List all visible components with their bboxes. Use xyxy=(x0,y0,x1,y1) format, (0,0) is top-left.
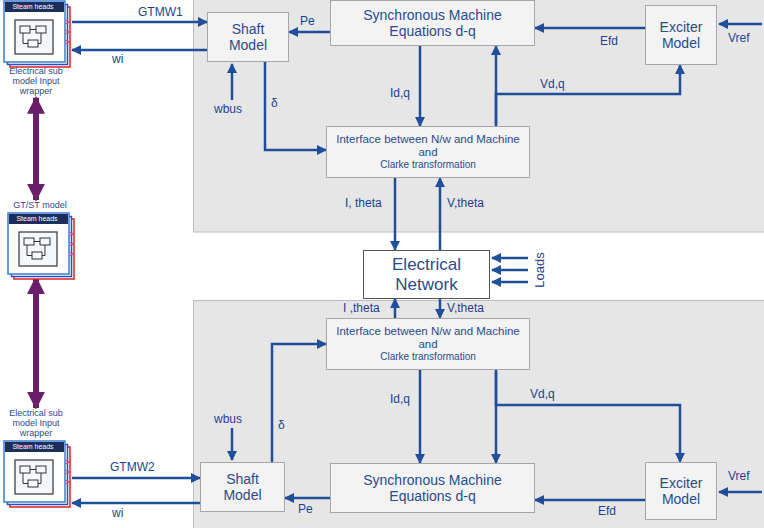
model-link-arrow xyxy=(33,278,39,408)
box-text: Clarke transformation xyxy=(380,159,476,171)
icon-header: Steam heads xyxy=(6,442,60,451)
box-text: Clarke transformation xyxy=(380,351,476,363)
model-link-arrow xyxy=(33,98,39,200)
edge-label: V,theta xyxy=(447,196,484,210)
signal-label: wbus xyxy=(214,412,242,426)
box-text: Shaft Model xyxy=(206,471,279,503)
box-text: Exciter Model xyxy=(651,475,711,507)
edge-label: GTMW1 xyxy=(138,5,183,19)
edge-label: wi xyxy=(112,52,123,66)
edge-label: V,theta xyxy=(447,301,484,315)
signal-arrow xyxy=(72,502,200,505)
load-arrow xyxy=(492,269,528,272)
signal-arrow xyxy=(289,31,330,34)
signal-arrow xyxy=(535,27,645,30)
edge-label: Id,q xyxy=(390,86,410,100)
model-block: GT/ST modelSteam heads xyxy=(4,200,76,278)
model-icon: Steam heads xyxy=(3,0,69,66)
wbus-arrow xyxy=(231,428,234,460)
wbus-arrow xyxy=(231,64,234,100)
box-text: Exciter Model xyxy=(651,19,711,51)
signal-arrow xyxy=(419,46,422,126)
edge-label: GTMW2 xyxy=(110,460,155,474)
model-block: Steam headsElectrical sub model Input wr… xyxy=(0,0,72,98)
signal-arrow xyxy=(439,299,442,318)
network-box: Electrical Network xyxy=(363,250,490,299)
signal-arrow xyxy=(272,344,326,462)
icon-header: Steam heads xyxy=(6,2,60,11)
signal-arrow xyxy=(419,370,422,463)
signal-arrow xyxy=(439,178,442,250)
edge-label: I ,theta xyxy=(343,301,380,315)
icon-header: Steam heads xyxy=(10,214,64,223)
load-arrow xyxy=(492,257,528,260)
edge-label: wi xyxy=(112,506,123,520)
box-text: Synchronous Machine Equations d-q xyxy=(336,472,529,504)
process-box: Shaft Model xyxy=(207,12,289,62)
process-box: Exciter Model xyxy=(645,462,717,520)
edge-label: Pe xyxy=(300,14,315,28)
process-box: Synchronous Machine Equations d-q xyxy=(330,0,535,46)
signal-arrow xyxy=(265,62,326,150)
process-box: Shaft Model xyxy=(200,462,285,512)
edge-label: Pe xyxy=(298,502,313,516)
signal-arrow xyxy=(285,497,330,500)
load-arrow xyxy=(492,281,528,284)
box-text: Interface between N/w and Machine and xyxy=(332,133,524,159)
box-text: Synchronous Machine Equations d-q xyxy=(336,7,529,39)
process-box: Synchronous Machine Equations d-q xyxy=(330,463,535,513)
signal-arrow xyxy=(496,65,680,126)
signal-arrow xyxy=(394,299,397,318)
upper-panel xyxy=(194,0,764,232)
model-block: Electrical sub model Input wrapperSteam … xyxy=(0,408,72,506)
edge-label: Efd xyxy=(598,504,616,518)
box-text: Interface between N/w and Machine and xyxy=(332,325,524,351)
block-caption: Electrical sub model Input wrapper xyxy=(0,408,72,440)
block-caption: GT/ST model xyxy=(13,200,66,212)
signal-label: Vref xyxy=(728,31,750,45)
edge-label: Vd,q xyxy=(530,387,555,401)
signal-arrow xyxy=(72,21,207,24)
edge-label: I, theta xyxy=(345,196,382,210)
signal-arrow xyxy=(535,499,645,502)
edge-label: Efd xyxy=(600,34,618,48)
process-box: Exciter Model xyxy=(645,5,717,65)
signal-arrow xyxy=(496,370,680,462)
model-icon: Steam heads xyxy=(3,440,69,506)
edge-label: δ xyxy=(278,418,285,432)
edge-label: Vd,q xyxy=(540,77,565,91)
lower-panel xyxy=(194,301,764,528)
signal-arrow xyxy=(72,477,200,480)
signal-arrow xyxy=(394,178,397,250)
signal-label: wbus xyxy=(214,102,242,116)
signal-arrow xyxy=(72,49,207,52)
vref-arrow xyxy=(719,23,762,26)
input-arrows xyxy=(232,24,762,492)
interface-box: Interface between N/w and Machine andCla… xyxy=(326,126,530,178)
box-text: Shaft Model xyxy=(213,21,283,53)
edge-label: δ xyxy=(271,96,278,110)
signal-label: Vref xyxy=(728,469,750,483)
block-caption: Electrical sub model Input wrapper xyxy=(0,66,72,98)
box-text: Electrical Network xyxy=(369,255,484,294)
edge-label: Id,q xyxy=(390,392,410,406)
model-icon: Steam heads xyxy=(7,212,73,278)
vref-arrow xyxy=(719,491,762,494)
interface-box: Interface between N/w and Machine andCla… xyxy=(326,318,530,370)
signal-label: Loads xyxy=(533,252,547,287)
